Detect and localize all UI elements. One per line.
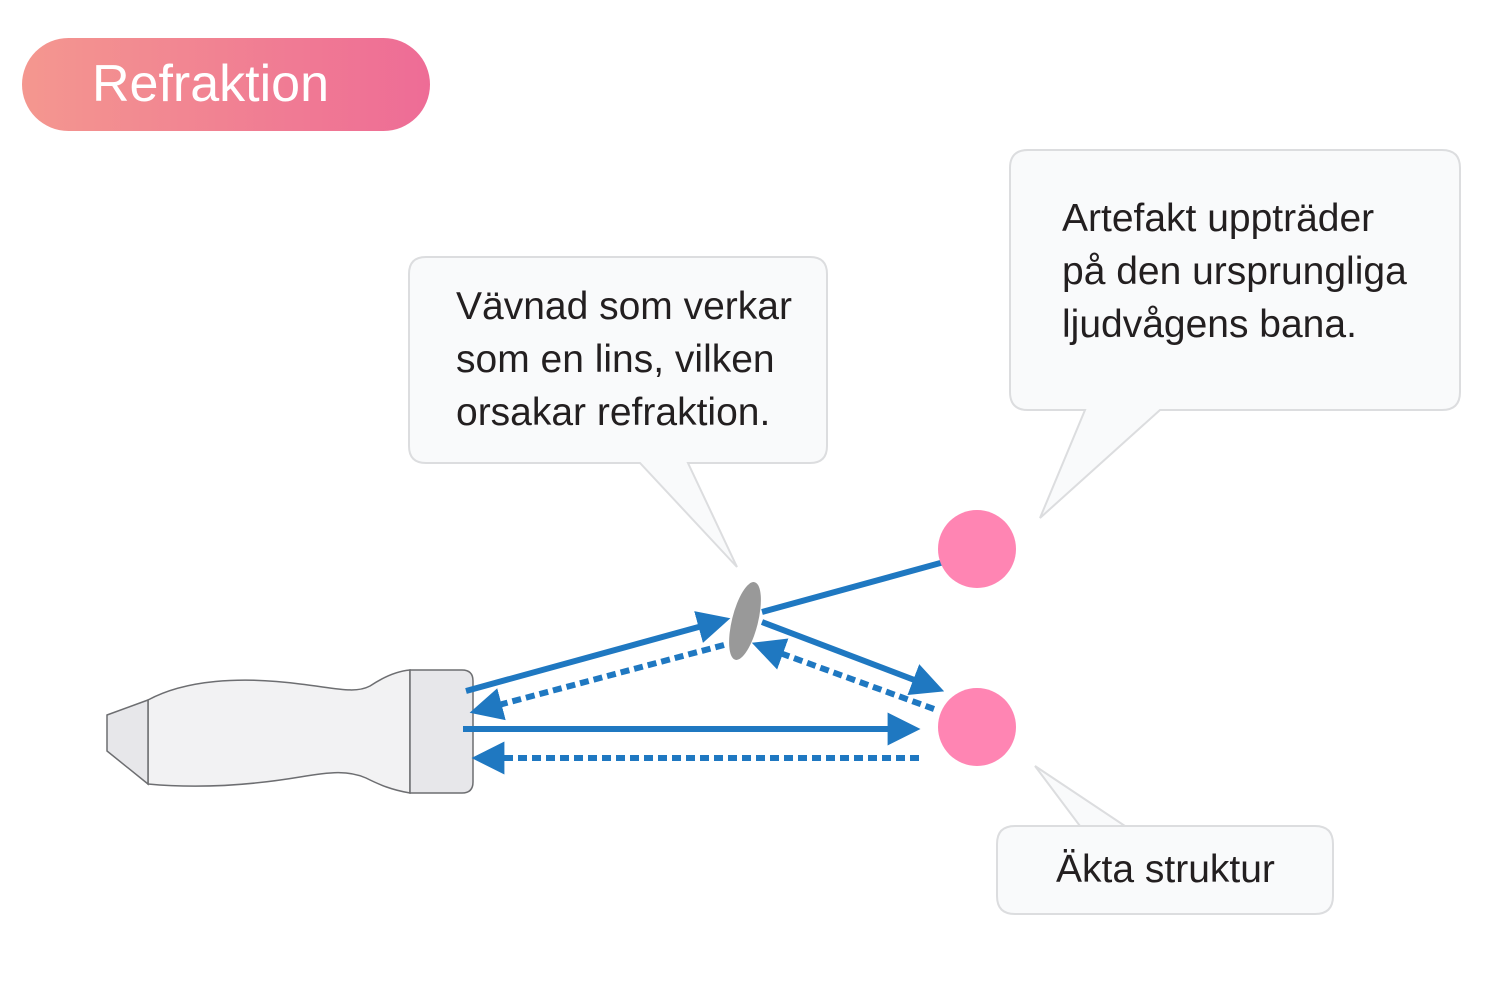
echo-to-probe-arrow <box>469 642 725 721</box>
callout-artifact-line-1: Artefakt uppträder <box>1062 197 1375 240</box>
beam-artifact-path <box>761 559 945 615</box>
artifact-dot <box>938 510 1016 588</box>
callout-artifact-bubble <box>1009 149 1461 519</box>
tissue-lens <box>729 582 761 660</box>
callout-artifact-line-3: ljudvågens bana. <box>1062 303 1357 346</box>
beam-refracted-arrow <box>760 619 945 696</box>
probe-head <box>409 669 474 794</box>
callout-lens-line-2: som en lins, vilken <box>456 338 775 381</box>
callout-artifact-line-2: på den ursprungliga <box>1062 250 1407 293</box>
beam-to-lens-arrow <box>465 611 731 694</box>
callout-lens-bubble <box>408 256 828 568</box>
true-structure-dot <box>938 688 1016 766</box>
callout-lens-line-3: orsakar refraktion. <box>456 391 771 434</box>
ultrasound-probe-icon <box>106 669 474 794</box>
page-title: Refraktion <box>22 38 430 131</box>
callout-true-structure-line-1: Äkta struktur <box>1056 848 1275 891</box>
callout-artifact-text: Artefakt uppträder på den ursprungliga l… <box>1062 192 1407 351</box>
probe-tail <box>106 698 149 786</box>
probe-body <box>147 669 411 794</box>
echo-return-arrow <box>751 638 936 712</box>
callout-lens-line-1: Vävnad som verkar <box>456 285 792 328</box>
callout-true-structure-text: Äkta struktur <box>1056 843 1275 896</box>
callout-lens-text: Vävnad som verkar som en lins, vilken or… <box>456 280 792 439</box>
callout-true-structure-bubble <box>996 765 1334 915</box>
